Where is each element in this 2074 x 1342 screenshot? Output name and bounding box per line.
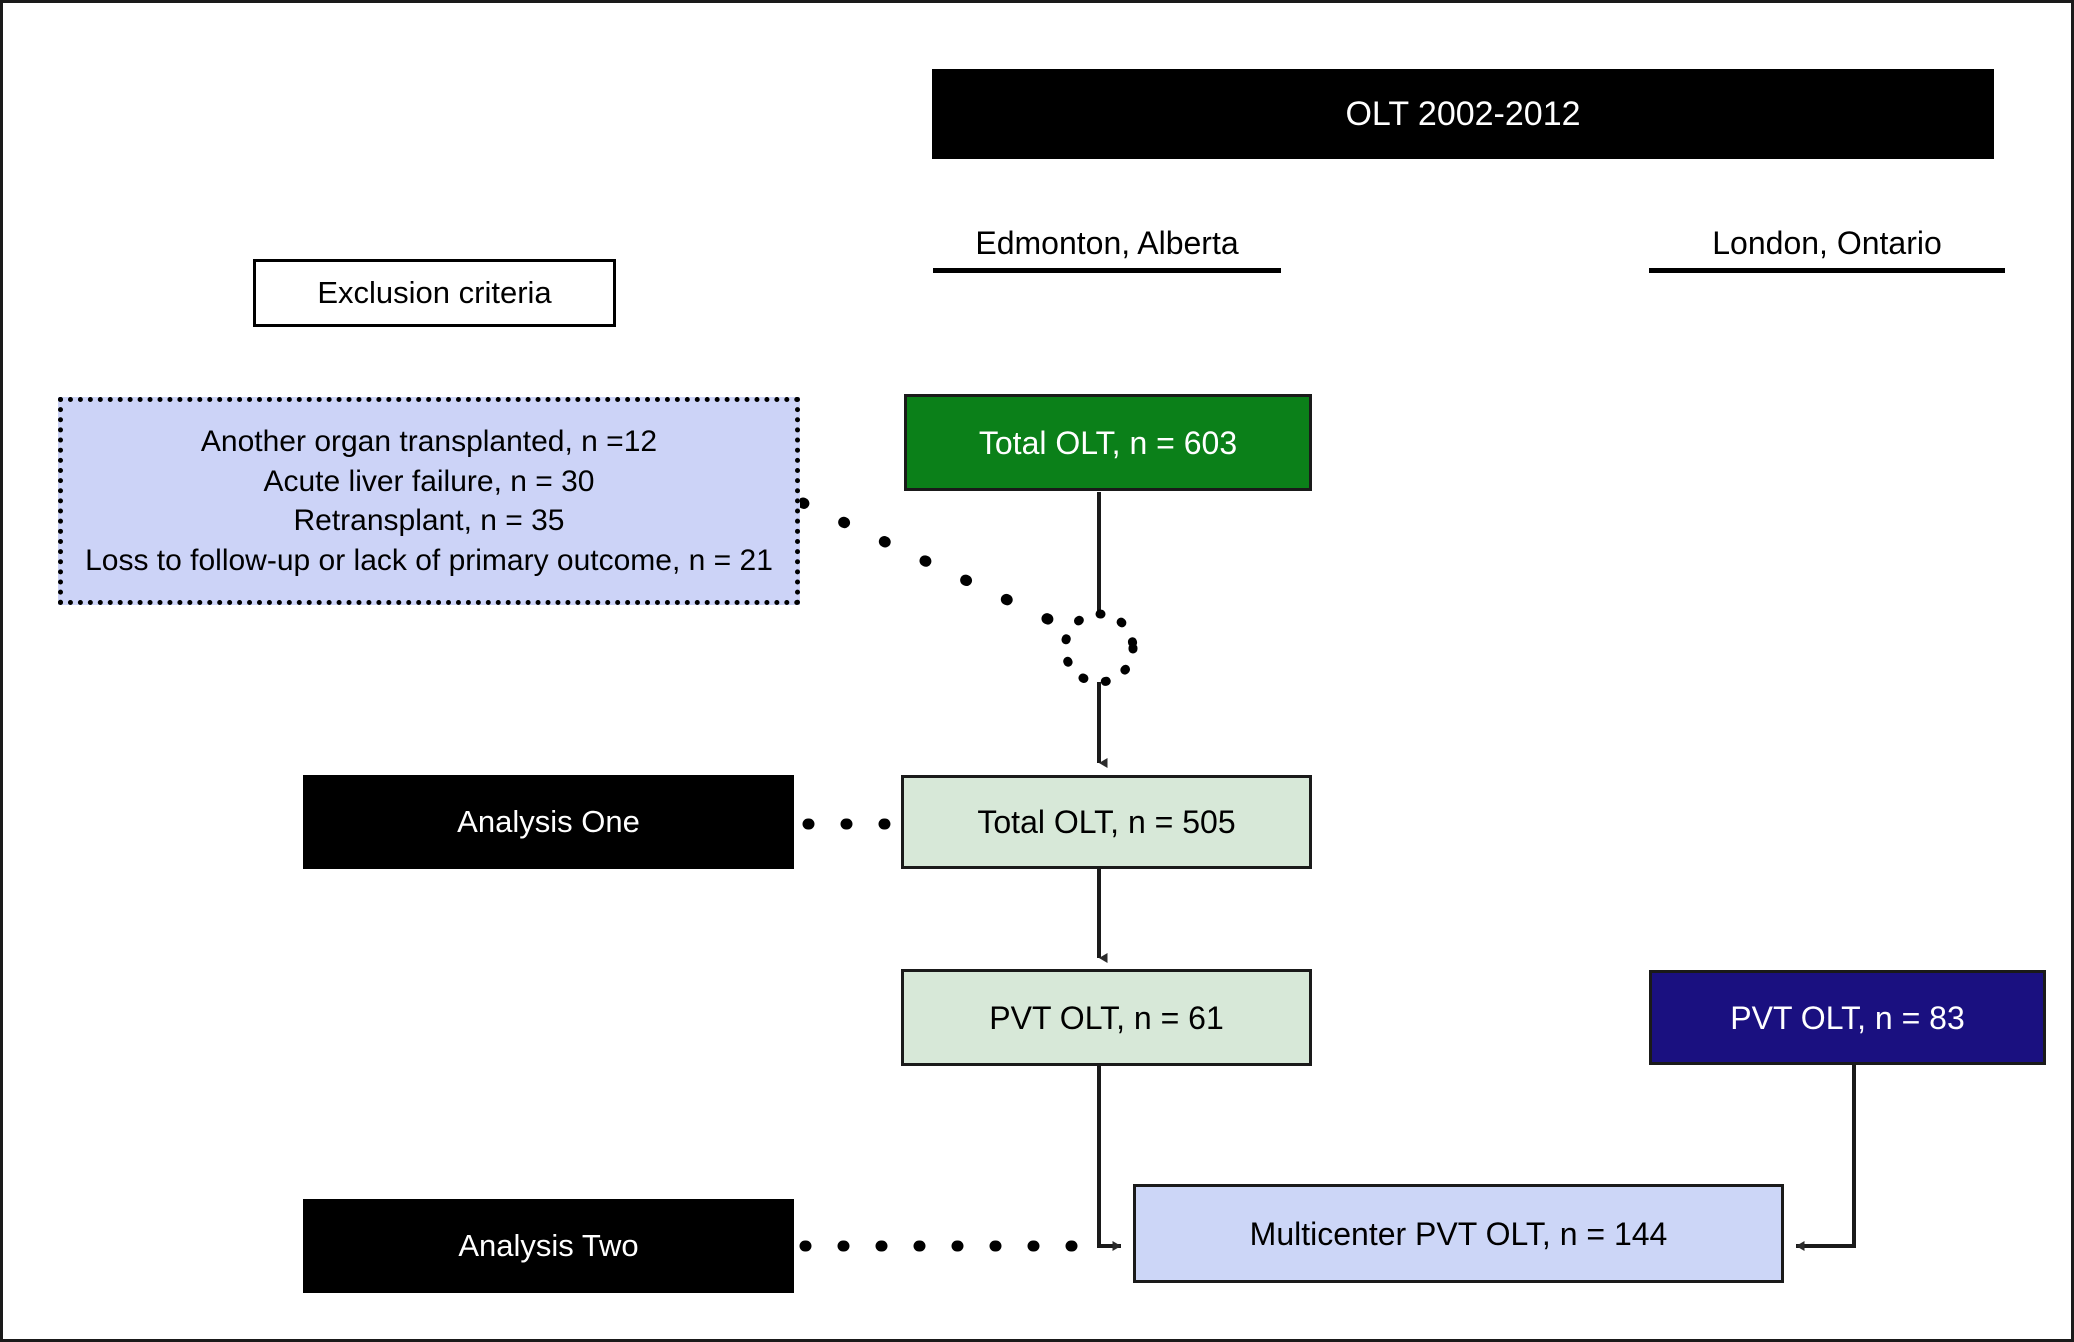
connector-83-to-multicenter	[1796, 1065, 1856, 1251]
exclusion-criteria-label-box: Exclusion criteria	[253, 259, 616, 327]
exclusion-item-2: Acute liver failure, n = 30	[263, 464, 595, 498]
label-analysis-one: Analysis One	[303, 775, 794, 869]
label-analysis-two: Analysis Two	[303, 1199, 794, 1293]
node-multicenter-pvt-olt-144: Multicenter PVT OLT, n = 144	[1133, 1184, 1784, 1283]
diagram-title-bar: OLT 2002-2012	[932, 69, 1994, 159]
dotted-exclusion-connector	[797, 497, 1079, 637]
exclusion-item-4: Loss to follow-up or lack of primary out…	[85, 543, 773, 577]
node-pvt-olt-61: PVT OLT, n = 61	[901, 969, 1312, 1066]
column-header-edmonton: Edmonton, Alberta	[933, 225, 1281, 273]
exclusion-criteria-box: Another organ transplanted, n =12 Acute …	[58, 397, 800, 605]
exclusion-item-3: Retransplant, n = 35	[293, 504, 565, 537]
node-total-olt-603: Total OLT, n = 603	[904, 394, 1312, 491]
dotted-circle-junction	[1060, 609, 1138, 687]
connector-61-to-multicenter	[1097, 1066, 1121, 1251]
exclusion-item-1: Another organ transplanted, n =12	[200, 425, 658, 458]
node-pvt-olt-83: PVT OLT, n = 83	[1649, 970, 2046, 1065]
connector-layer	[797, 492, 1856, 1252]
node-total-olt-505: Total OLT, n = 505	[901, 775, 1312, 869]
column-header-london: London, Ontario	[1649, 225, 2005, 273]
